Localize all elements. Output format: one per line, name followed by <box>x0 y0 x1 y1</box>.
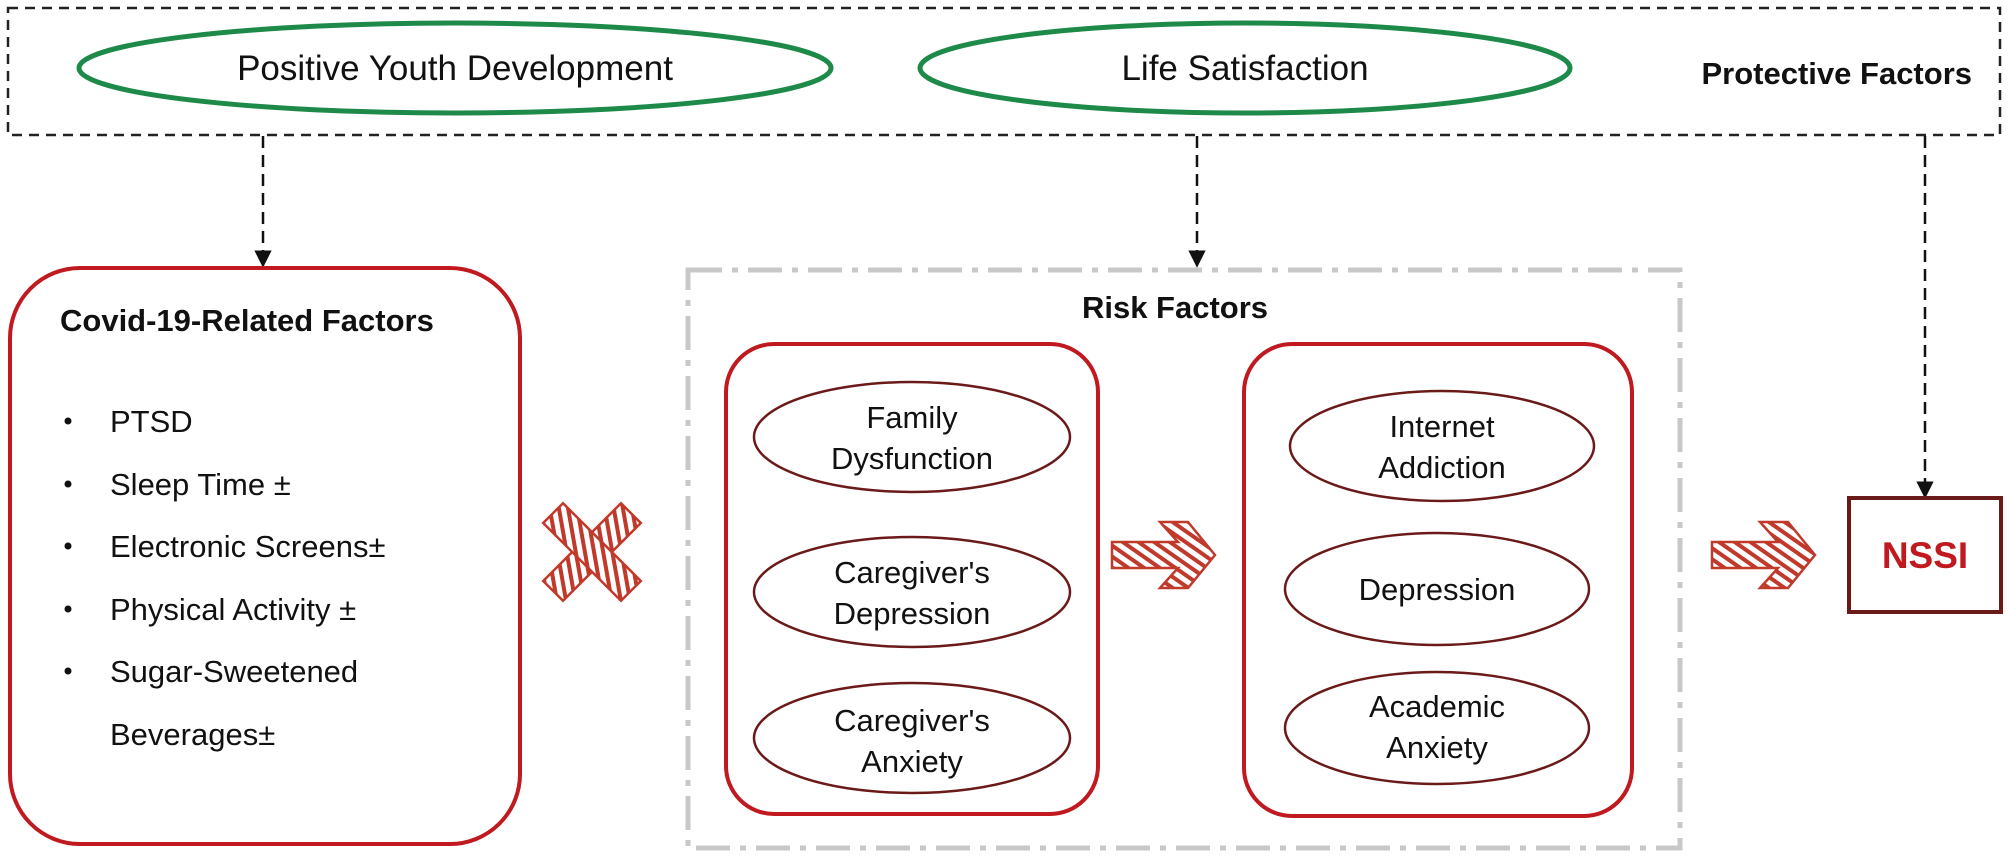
risk-factors-box <box>685 267 1683 851</box>
positive-youth-development-ellipse <box>76 20 834 116</box>
depression-label: Depression <box>1359 572 1516 607</box>
covid-item: Sleep Time ± <box>110 467 291 502</box>
internet-addiction-line1: Internet <box>1389 409 1495 444</box>
hatched-arrow-icon <box>1710 520 1817 590</box>
family-dysfunction-line1: Family <box>866 400 958 435</box>
caregiver-anxiety-ellipse <box>752 681 1072 795</box>
internet-addiction-ellipse <box>1288 389 1596 503</box>
risk-factors-title: Risk Factors <box>1082 290 1268 325</box>
covid-item: Sugar-Sweetened <box>110 654 358 689</box>
covid-item: Electronic Screens± <box>110 529 385 564</box>
internet-addiction-line2: Addiction <box>1378 450 1506 485</box>
academic-anxiety-line1: Academic <box>1369 689 1505 724</box>
academic-anxiety-line2: Anxiety <box>1386 730 1488 765</box>
bullet-icon <box>64 542 72 550</box>
academic-anxiety-ellipse <box>1283 670 1591 786</box>
protective-factors-title: Protective Factors <box>1702 56 1973 91</box>
life-satisfaction-label: Life Satisfaction <box>1121 49 1368 88</box>
depression-ellipse <box>1283 531 1591 647</box>
bullet-icon <box>64 605 72 613</box>
caregiver-anxiety-line1: Caregiver's <box>834 703 990 738</box>
covid-factors-title: Covid-19-Related Factors <box>60 303 434 338</box>
protective-factors-box <box>6 6 2002 137</box>
caregiver-depression-line1: Caregiver's <box>834 555 990 590</box>
interaction-cross-icon <box>541 501 643 603</box>
bullet-icon <box>64 667 72 675</box>
covid-factors-list: PTSD Sleep Time ± Electronic Screens± Ph… <box>64 404 385 752</box>
life-satisfaction-ellipse <box>917 20 1573 116</box>
family-dysfunction-ellipse <box>752 380 1072 494</box>
covid-item: Physical Activity ± <box>110 592 356 627</box>
bullet-icon <box>64 480 72 488</box>
covid-item: PTSD <box>110 404 193 439</box>
caregiver-depression-ellipse <box>752 535 1072 649</box>
positive-youth-development-label: Positive Youth Development <box>237 49 673 88</box>
nssi-label: NSSI <box>1882 535 1968 576</box>
nssi-box <box>1847 496 2003 614</box>
hatched-arrow-icon <box>1110 520 1217 590</box>
covid-factors-box <box>8 266 522 846</box>
caregiver-anxiety-line2: Anxiety <box>861 744 963 779</box>
covid-item: Beverages± <box>110 717 275 752</box>
caregiver-depression-line2: Depression <box>834 596 991 631</box>
bullet-icon <box>64 417 72 425</box>
family-dysfunction-line2: Dysfunction <box>831 441 993 476</box>
